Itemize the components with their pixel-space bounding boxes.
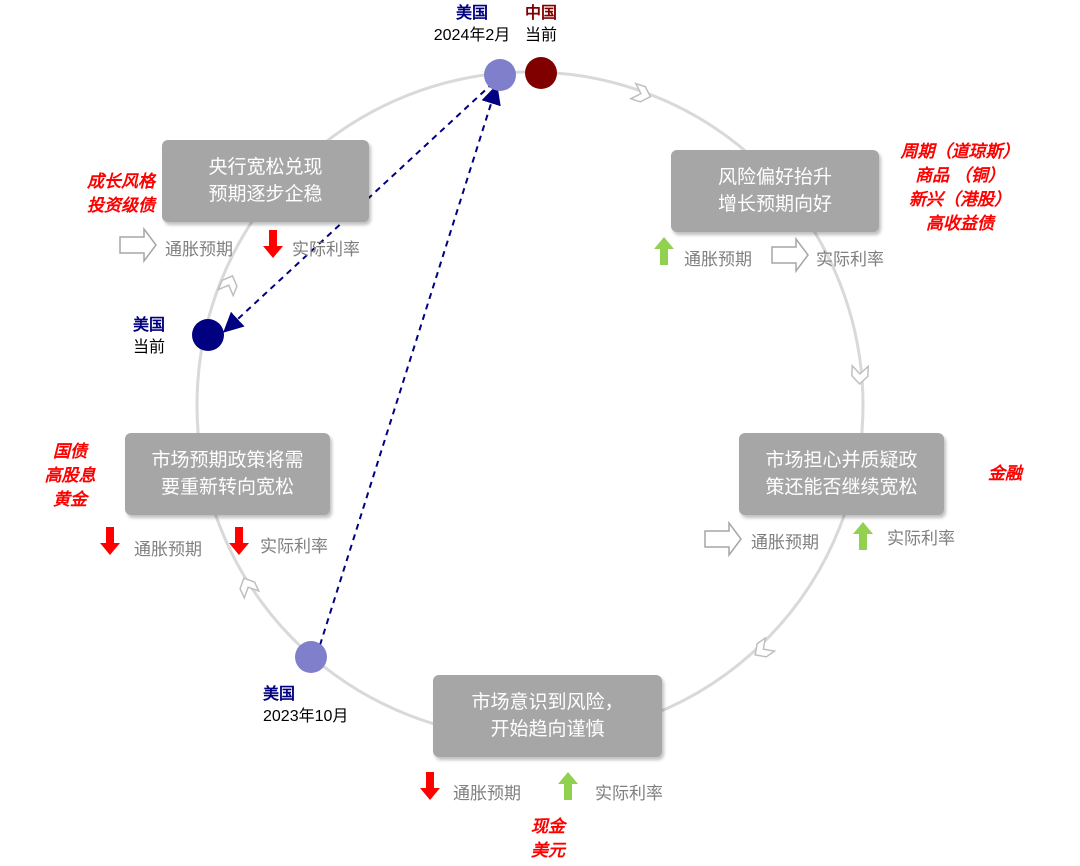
stage-line: 预期逐步企稳 — [208, 184, 323, 205]
assets-stage-1: 成长风格 投资级债 — [66, 170, 176, 218]
inflation-label: 通胀预期 — [751, 533, 819, 552]
chevron-icon — [754, 636, 777, 658]
down-arrow-icon — [100, 527, 120, 555]
chevron-icon — [239, 577, 261, 600]
stage-line: 风险偏好抬升 — [717, 167, 832, 188]
marker-label-china-now: 中国 当前 — [525, 3, 569, 47]
real-rate-label: 实际利率 — [887, 529, 955, 548]
flat-arrow-icon — [704, 520, 742, 558]
marker-country: 中国 — [525, 5, 558, 22]
marker-country: 美国 — [263, 686, 296, 703]
stage-box-policy-doubt: 市场担心并质疑政 策还能否继续宽松 — [739, 433, 944, 515]
stage-box-easing-realized: 央行宽松兑现 预期逐步企稳 — [162, 140, 369, 222]
marker-date: 当前 — [525, 27, 558, 44]
marker-us-2023-oct[interactable] — [295, 641, 327, 673]
stage-box-back-to-easing: 市场预期政策将需 要重新转向宽松 — [125, 433, 330, 515]
assets-stage-5: 国债 高股息 黄金 — [35, 440, 105, 512]
asset-item: 黄金 — [53, 490, 87, 509]
marker-date: 2024年2月 — [433, 27, 511, 44]
assets-stage-4: 现金 美元 — [518, 815, 578, 863]
assets-stage-2: 周期（道琼斯） 商品 （铜） 新兴（港股） 高收益债 — [890, 140, 1030, 236]
assets-stage-3: 金融 — [975, 462, 1035, 486]
real-rate-label: 实际利率 — [595, 784, 663, 803]
marker-us-2024-feb[interactable] — [484, 59, 516, 91]
marker-label-us-2024-feb: 美国 2024年2月 — [407, 3, 537, 47]
inflation-label: 通胀预期 — [684, 250, 752, 269]
up-arrow-icon — [853, 522, 873, 550]
down-arrow-icon — [420, 772, 440, 800]
flat-arrow-icon — [771, 236, 809, 274]
marker-us-now[interactable] — [192, 319, 224, 351]
inflation-label: 通胀预期 — [134, 540, 202, 559]
stage-line: 市场预期政策将需 — [151, 450, 304, 471]
chevron-icon — [628, 82, 652, 103]
real-rate-label: 实际利率 — [816, 250, 884, 269]
asset-item: 金融 — [988, 464, 1022, 483]
up-arrow-icon — [558, 772, 578, 800]
asset-item: 投资级债 — [87, 196, 155, 215]
indicator-icons — [100, 226, 873, 800]
marker-country: 美国 — [133, 317, 166, 334]
stage-box-risk-aware: 市场意识到风险， 开始趋向谨慎 — [433, 675, 662, 757]
marker-date: 2023年10月 — [263, 708, 349, 725]
inflation-label: 通胀预期 — [165, 240, 233, 259]
up-arrow-icon — [654, 237, 674, 265]
asset-item: 成长风格 — [87, 172, 155, 191]
marker-country: 美国 — [455, 5, 488, 22]
real-rate-label: 实际利率 — [260, 537, 328, 556]
asset-item: 现金 — [531, 817, 565, 836]
asset-item: 商品 （铜） — [915, 166, 1005, 185]
chevron-icon — [216, 274, 238, 298]
stage-line: 增长预期向好 — [717, 194, 832, 215]
stage-line: 要重新转向宽松 — [160, 477, 294, 498]
inflation-label: 通胀预期 — [453, 784, 521, 803]
asset-item: 周期（道琼斯） — [900, 142, 1020, 161]
marker-china-now[interactable] — [525, 57, 557, 89]
chevron-icon — [851, 363, 870, 386]
marker-label-us-2023-oct: 美国 2023年10月 — [263, 684, 373, 728]
asset-item: 高收益债 — [926, 214, 994, 233]
down-arrow-icon — [263, 230, 283, 258]
stage-line: 央行宽松兑现 — [208, 157, 323, 178]
stage-line: 市场担心并质疑政 — [765, 450, 918, 471]
marker-date: 当前 — [133, 339, 166, 356]
stage-line: 市场意识到风险， — [471, 692, 624, 713]
marker-label-us-now: 美国 当前 — [133, 315, 183, 359]
flow-chevrons — [216, 82, 870, 658]
asset-item: 国债 — [53, 442, 87, 461]
stage-line: 开始趋向谨慎 — [490, 719, 605, 740]
stage-box-risk-appetite: 风险偏好抬升 增长预期向好 — [671, 150, 879, 232]
asset-item: 美元 — [531, 841, 565, 860]
asset-item: 新兴（港股） — [909, 190, 1011, 209]
path-2023oct-to-2024feb — [319, 84, 501, 646]
flat-arrow-icon — [119, 226, 157, 264]
real-rate-label: 实际利率 — [292, 240, 360, 259]
stage-line: 策还能否继续宽松 — [765, 477, 918, 498]
asset-item: 高股息 — [44, 466, 96, 485]
